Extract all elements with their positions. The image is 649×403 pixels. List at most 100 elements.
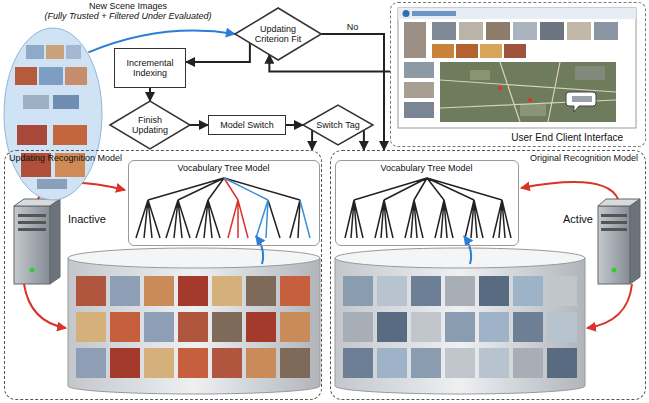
flow-arrow bbox=[24, 182, 632, 328]
image-database bbox=[513, 276, 543, 306]
client-screenshot bbox=[575, 66, 605, 80]
client-screenshot bbox=[456, 44, 478, 58]
client-screenshot bbox=[398, 8, 636, 19]
image-database bbox=[377, 312, 407, 342]
vocabulary-tree bbox=[224, 178, 310, 238]
flow-arrow bbox=[286, 124, 303, 126]
client-screenshot bbox=[404, 82, 434, 98]
image-database bbox=[76, 312, 106, 342]
image-set-ellipse bbox=[3, 27, 103, 201]
image-database bbox=[68, 248, 320, 268]
flow-arrow bbox=[311, 130, 313, 150]
image-database bbox=[411, 348, 441, 378]
flow-arrow bbox=[587, 284, 632, 328]
image-database bbox=[110, 312, 140, 342]
client-screenshot bbox=[520, 104, 546, 116]
image-set-ellipse: New Scene Images(Fully Trusted + Filtere… bbox=[3, 27, 103, 201]
model-region: Updating Recognition ModelVocabulary Tre… bbox=[4, 150, 322, 400]
image-set-ellipse bbox=[15, 67, 37, 85]
client-screenshot bbox=[398, 8, 636, 128]
image-database bbox=[547, 312, 577, 342]
image-set-ellipse bbox=[53, 95, 79, 109]
client-screenshot bbox=[404, 102, 434, 118]
server-icon bbox=[30, 268, 35, 273]
client-screenshot bbox=[404, 62, 434, 78]
image-database bbox=[479, 276, 509, 306]
client-screenshot bbox=[480, 44, 502, 58]
image-set-ellipse bbox=[37, 179, 67, 189]
process-box: Incremental Indexing bbox=[114, 48, 186, 88]
flow-arrow bbox=[24, 284, 66, 328]
client-screenshot bbox=[412, 11, 456, 16]
image-database bbox=[335, 258, 585, 394]
text-holder: Updating Recognition Model bbox=[9, 153, 122, 163]
client-panel: User End Client Interface bbox=[390, 2, 646, 147]
server-icon bbox=[601, 214, 627, 217]
decision-diamond: Updating Criterion Fit bbox=[235, 8, 321, 60]
image-database bbox=[547, 348, 577, 378]
image-database bbox=[445, 312, 475, 342]
image-set-ellipse bbox=[26, 45, 44, 59]
image-database bbox=[68, 248, 585, 394]
client-screenshot bbox=[567, 22, 591, 40]
client-screenshot bbox=[459, 22, 483, 40]
text-holder: Vocabulary Tree Model bbox=[336, 163, 518, 173]
image-database bbox=[343, 312, 373, 342]
image-database bbox=[280, 312, 310, 342]
node-text: Model Switch bbox=[220, 120, 274, 130]
server-icon bbox=[18, 221, 46, 224]
client-screenshot bbox=[432, 22, 456, 40]
image-database bbox=[110, 348, 140, 378]
client-screenshot bbox=[594, 22, 618, 40]
client-screenshot bbox=[566, 92, 596, 112]
image-database bbox=[479, 312, 509, 342]
image-database bbox=[411, 312, 441, 342]
image-database bbox=[377, 276, 407, 306]
image-database bbox=[280, 348, 310, 378]
server-icon bbox=[18, 214, 46, 217]
image-set-ellipse bbox=[66, 45, 81, 59]
label-holder: Active bbox=[563, 213, 593, 226]
image-database bbox=[246, 312, 276, 342]
flow-arrow bbox=[256, 236, 263, 264]
image-database bbox=[547, 276, 577, 306]
diamond-outline bbox=[110, 101, 190, 149]
node-text: Updating Criterion Fit bbox=[248, 24, 308, 45]
tree-box: Vocabulary Tree Model bbox=[128, 160, 320, 246]
client-screenshot bbox=[504, 44, 526, 58]
node-text: User End Client Interface bbox=[511, 132, 623, 144]
edge-label-holder: No bbox=[345, 22, 361, 32]
server-icon bbox=[14, 206, 50, 284]
diamond-outline bbox=[303, 105, 373, 145]
node-text: Original Recognition Model bbox=[530, 153, 638, 163]
image-database bbox=[246, 348, 276, 378]
image-database bbox=[144, 312, 174, 342]
client-screenshot bbox=[440, 62, 616, 122]
image-database bbox=[178, 276, 208, 306]
image-database bbox=[513, 348, 543, 378]
vocabulary-tree bbox=[224, 178, 248, 238]
image-set-ellipse bbox=[46, 45, 64, 59]
node-text: Vocabulary Tree Model bbox=[336, 163, 518, 173]
text-holder: Original Recognition Model bbox=[530, 153, 638, 163]
client-screenshot bbox=[404, 22, 426, 58]
image-set-ellipse bbox=[23, 95, 49, 109]
client-screenshot bbox=[403, 10, 410, 17]
client-screenshot bbox=[440, 62, 616, 122]
vocabulary-tree bbox=[345, 178, 511, 238]
client-screenshot bbox=[470, 70, 490, 80]
flow-arrow bbox=[149, 88, 151, 101]
image-database bbox=[178, 348, 208, 378]
image-database bbox=[144, 276, 174, 306]
status-label: Active bbox=[563, 213, 593, 226]
decision-diamond: Switch Tag bbox=[303, 105, 373, 145]
node-text: Vocabulary Tree Model bbox=[129, 163, 319, 173]
image-database bbox=[377, 348, 407, 378]
server-icon bbox=[18, 228, 46, 231]
image-database bbox=[479, 348, 509, 378]
vocabulary-tree bbox=[136, 178, 511, 238]
client-screenshot bbox=[432, 44, 454, 58]
image-database bbox=[280, 276, 310, 306]
image-database bbox=[212, 276, 242, 306]
